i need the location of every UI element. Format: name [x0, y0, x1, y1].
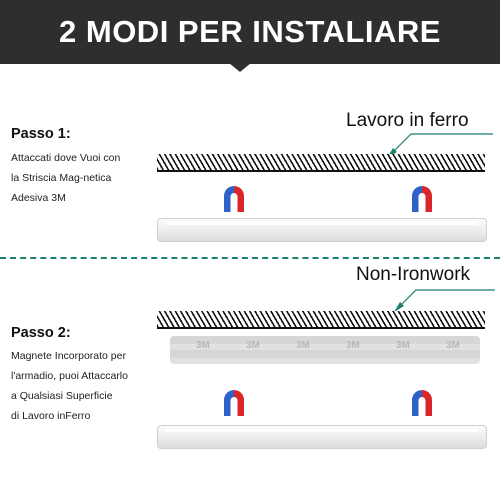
- horseshoe-magnet-icon: [224, 390, 244, 416]
- adhesive-tape-3m: [170, 336, 480, 364]
- step2-line: Magnete Incorporato per: [11, 350, 126, 362]
- step2-title: Passo 2:: [11, 325, 71, 341]
- led-light-bar: [157, 218, 487, 242]
- horseshoe-magnet-icon: [412, 390, 432, 416]
- tape-mark: 3M: [246, 340, 260, 351]
- banner-title: 2 MODI PER INSTALIARE: [59, 14, 441, 49]
- horseshoe-magnet-icon: [412, 186, 432, 212]
- step2-surface-label: Non-Ironwork: [356, 264, 471, 285]
- tape-mark: 3M: [446, 340, 460, 351]
- step1-description: Attaccati dove Vuoi con la Striscia Mag-…: [11, 148, 161, 208]
- tape-mark: 3M: [296, 340, 310, 351]
- step2-line: a Qualsiasi Superficie: [11, 390, 113, 402]
- step1-title: Passo 1:: [11, 126, 71, 142]
- title-banner: [0, 0, 500, 64]
- non-iron-surface-hatch: [157, 311, 485, 327]
- step2-description: Magnete Incorporato per l'armadio, puoi …: [11, 346, 161, 426]
- section-divider: [0, 257, 500, 259]
- iron-surface-hatch: [157, 154, 485, 170]
- tape-mark: 3M: [346, 340, 360, 351]
- horseshoe-magnet-icon: [224, 186, 244, 212]
- step1-line: Attaccati dove Vuoi con: [11, 152, 121, 164]
- step1-surface-label: Lavoro in ferro: [346, 110, 469, 131]
- non-iron-surface-edge: [157, 327, 485, 329]
- tape-mark: 3M: [396, 340, 410, 351]
- step1-line: la Striscia Mag-netica: [11, 172, 112, 184]
- step1-line: Adesiva 3M: [11, 192, 66, 204]
- led-light-bar: [157, 425, 487, 449]
- tape-mark: 3M: [196, 340, 210, 351]
- step2-line: l'armadio, puoi Attaccarlo: [11, 370, 128, 382]
- iron-surface-edge: [157, 170, 485, 172]
- banner-notch: [229, 63, 251, 72]
- pointer-arrow-icon: [394, 289, 495, 312]
- step2-line: di Lavoro inFerro: [11, 410, 91, 422]
